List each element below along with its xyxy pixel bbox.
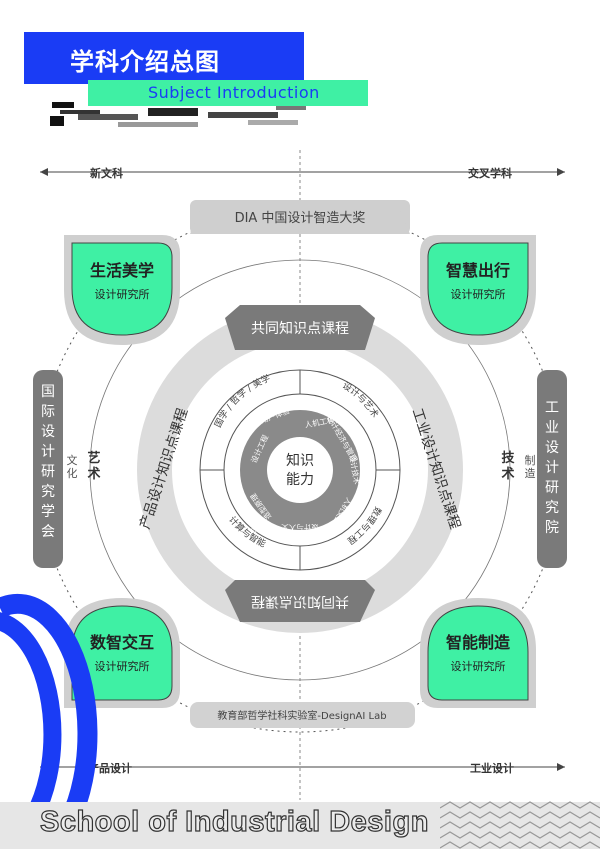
svg-text:生活美学: 生活美学 — [90, 261, 154, 280]
core-line1: 知识 — [286, 452, 314, 469]
side-label-culture: 文化 — [67, 453, 78, 480]
arc-bottom-label: 教育部哲学社科实验室-DesignAI Lab — [217, 709, 386, 722]
course-bottom-label: 共同知识点课程 — [251, 593, 349, 610]
course-bottom-ribbon — [225, 580, 375, 622]
page-title: 学科介绍总图 — [70, 48, 220, 76]
page-subtitle: Subject Introduction — [148, 83, 320, 102]
svg-text:设计研究所: 设计研究所 — [95, 659, 150, 673]
institute-badge-3: 智能制造 设计研究所 — [420, 598, 536, 708]
title-banner: 学科介绍总图 — [24, 32, 304, 84]
svg-text:智能制造: 智能制造 — [446, 633, 511, 652]
svg-text:设计与人文: 设计与人文 — [281, 523, 319, 533]
arc-top-label: DIA 中国设计智造大奖 — [235, 211, 366, 226]
side-label-tech: 技术 — [500, 450, 515, 482]
institute-badge-1: 智慧出行 设计研究所 — [420, 235, 536, 345]
institute-badge-2: 数智交互 设计研究所 — [64, 598, 180, 708]
left-band-text: 国际设计研究学会 — [41, 384, 55, 540]
svg-text:智慧出行: 智慧出行 — [446, 261, 510, 280]
axis-label-bottom-right: 工业设计 — [464, 760, 520, 776]
footer-pattern — [440, 801, 600, 849]
svg-text:设计研究所: 设计研究所 — [95, 287, 150, 301]
course-top-ribbon — [225, 305, 375, 350]
svg-text:国际设计研究学会: 国际设计研究学会 — [41, 384, 55, 540]
svg-text:工业设计研究院: 工业设计研究院 — [545, 400, 559, 536]
svg-text:设计研究所: 设计研究所 — [451, 659, 506, 673]
glitch-decoration — [50, 102, 306, 127]
axis-label-bottom-left: 产品设计 — [82, 760, 138, 776]
institute-badge-0: 生活美学 设计研究所 — [64, 235, 180, 345]
footer-band — [0, 802, 600, 849]
svg-text:数智交互: 数智交互 — [90, 633, 154, 652]
subtitle-banner: Subject Introduction — [88, 80, 368, 106]
axis-label-top-left: 新文科 — [84, 165, 129, 181]
right-band-text: 工业设计研究院 — [545, 400, 559, 536]
side-label-art: 艺术 — [86, 450, 100, 482]
axis-label-top-right: 交叉学科 — [462, 165, 518, 181]
course-top-label: 共同知识点课程 — [251, 320, 349, 337]
svg-text:设计研究所: 设计研究所 — [451, 287, 506, 301]
footer-school-name: School of Industrial Design — [39, 805, 429, 838]
core-line2: 能力 — [286, 472, 314, 488]
side-label-manufacture: 制造 — [525, 454, 536, 480]
